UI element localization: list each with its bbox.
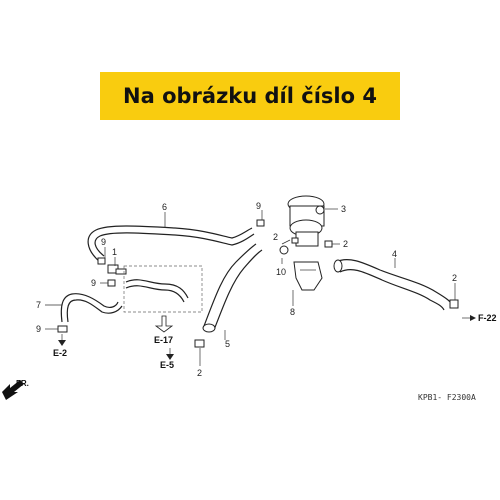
callout-4: 4 xyxy=(392,249,397,259)
callout-9-a: 9 xyxy=(101,237,106,247)
clip-2-right xyxy=(324,240,333,248)
clip-2-valve xyxy=(291,237,299,244)
clip-9-upper xyxy=(97,257,106,265)
inner-hose xyxy=(125,279,189,303)
hose-6 xyxy=(87,225,255,263)
clip-9-mid xyxy=(107,279,116,287)
hose-5 xyxy=(202,243,263,333)
valve-3 xyxy=(287,195,325,247)
callout-8: 8 xyxy=(290,307,295,317)
ref-e5-arrow xyxy=(166,348,174,360)
ref-e17-arrow xyxy=(154,315,174,333)
front-direction-label: FR. xyxy=(16,379,29,388)
callout-2-d: 2 xyxy=(452,273,457,283)
ref-e17: E-17 xyxy=(154,335,173,345)
bracket-8 xyxy=(293,261,323,291)
clip-9-valve xyxy=(256,219,265,227)
clip-2-lower xyxy=(194,339,205,348)
ref-e2-arrow xyxy=(58,334,66,346)
ref-e5: E-5 xyxy=(160,360,174,370)
callout-9-d: 9 xyxy=(256,201,261,211)
ref-f22: F-22 xyxy=(478,313,497,323)
part-number-banner: Na obrázku díl číslo 4 xyxy=(100,72,400,120)
callout-7: 7 xyxy=(36,300,41,310)
callout-2-b: 2 xyxy=(273,232,278,242)
callout-10: 10 xyxy=(276,267,286,277)
callout-2-c: 2 xyxy=(343,239,348,249)
diagram-code: KPB1- F2300A xyxy=(418,393,476,402)
callout-9-c: 9 xyxy=(36,324,41,334)
callout-1: 1 xyxy=(112,247,117,257)
clip-9-lower xyxy=(57,325,68,333)
ref-f22-arrow xyxy=(462,315,476,321)
banner-text: Na obrázku díl číslo 4 xyxy=(123,84,377,108)
front-direction-arrow xyxy=(2,380,24,400)
hose-7 xyxy=(60,293,123,323)
hose-4 xyxy=(333,258,453,311)
clip-2-hose4 xyxy=(449,299,459,309)
connector-1 xyxy=(107,264,127,275)
callout-3: 3 xyxy=(341,204,346,214)
callout-6: 6 xyxy=(162,202,167,212)
bolt-10 xyxy=(279,245,289,255)
callout-9-b: 9 xyxy=(91,278,96,288)
callout-2-a: 2 xyxy=(197,368,202,378)
ref-e2: E-2 xyxy=(53,348,67,358)
callout-5: 5 xyxy=(225,339,230,349)
